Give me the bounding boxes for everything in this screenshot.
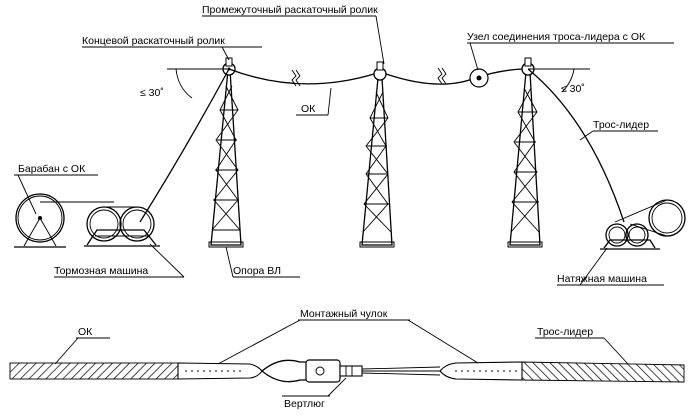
angle-right-label: ≤ 30˚: [561, 83, 585, 95]
label-ok-drum: Барабан с ОК: [18, 163, 86, 175]
end-pulley-left: [222, 57, 236, 76]
stocking-left: [177, 362, 263, 380]
ok-drum: [14, 193, 66, 248]
leader-run-right: [527, 68, 625, 223]
label-intermediate-pulley: Промежуточный раскаточный ролик: [202, 4, 378, 16]
tension-machine: [600, 199, 686, 250]
label-swivel: Вертлюг: [284, 398, 325, 410]
label-brake-machine: Тормозная машина: [54, 265, 148, 277]
angle-left-label: ≤ 30˚: [140, 87, 164, 99]
label-stocking: Монтажный чулок: [300, 308, 388, 320]
intermediate-pulley: [373, 61, 387, 81]
label-leader-bottom: Трос-лидер: [537, 326, 593, 338]
label-leader-rope: Трос-лидер: [593, 119, 649, 131]
label-joint-node: Узел соединения троса-лидера с ОК: [467, 31, 646, 43]
leader-hatched-rope: [521, 361, 685, 383]
tower-right: [507, 71, 543, 248]
angle-left-marker: ≤ 30˚: [140, 68, 229, 99]
swivel-connector: [261, 359, 363, 383]
label-support: Опора ВЛ: [233, 265, 281, 277]
brake-machine: [84, 206, 160, 247]
ok-run-left: [139, 68, 230, 223]
label-end-pulley: Концевой раскаточный ролик: [82, 35, 225, 47]
stocking-right: [439, 361, 523, 381]
thin-rope: [361, 366, 441, 376]
label-ok-cable: ОК: [301, 103, 316, 115]
tower-middle: [359, 77, 395, 248]
angle-right-marker: ≤ 30˚: [528, 68, 590, 95]
label-tension-machine: Натяжная машина: [557, 273, 647, 285]
ok-hatched-cable: [9, 362, 179, 380]
label-ok-bottom: ОК: [78, 326, 93, 338]
joint-node: [469, 68, 489, 88]
tower-left: [208, 69, 244, 248]
